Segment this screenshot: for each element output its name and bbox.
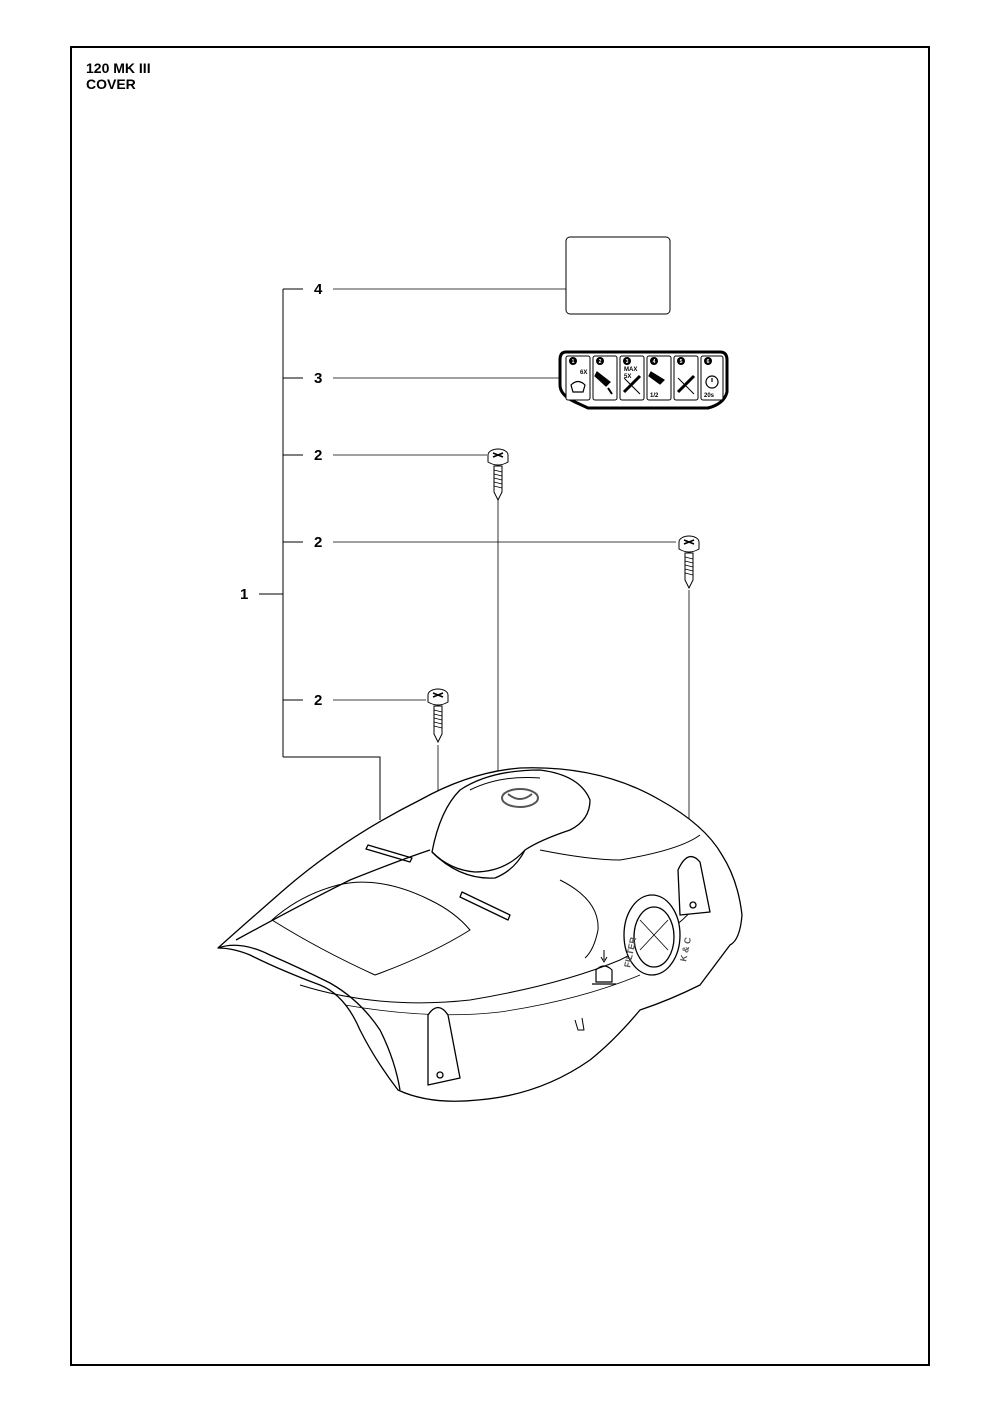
drawing-frame xyxy=(70,46,930,1366)
screw-top xyxy=(487,448,509,502)
decal-step4-text: 1/2 xyxy=(650,393,659,399)
blank-decal-part-4 xyxy=(565,236,671,315)
pull-cord-icon-2 xyxy=(676,374,696,394)
callout-1: 1 xyxy=(240,586,248,603)
callout-4: 4 xyxy=(314,281,323,298)
callout-2-bottom: 2 xyxy=(314,692,322,709)
primer-bulb-icon xyxy=(570,380,586,393)
model-title: 120 MK III xyxy=(86,60,151,76)
decal-step3-text-bottom: 5X xyxy=(624,374,631,380)
section-title: COVER xyxy=(86,76,136,92)
primer-symbol-icon xyxy=(592,965,616,985)
instruction-decal-part-3: 1 2 3 4 5 6 6X MAX 5X 1/2 20s xyxy=(558,350,729,410)
decal-step1-text: 6X xyxy=(580,370,587,376)
decal-step-6: 6 xyxy=(707,359,710,365)
timer-icon xyxy=(705,375,719,389)
callout-bracket xyxy=(259,288,381,820)
cylinder-cover-part-1 xyxy=(217,767,743,1102)
choke-lever-icon xyxy=(594,371,611,387)
decal-step-2: 2 xyxy=(599,359,602,365)
callout-2-middle: 2 xyxy=(314,534,322,551)
decal-step-1: 1 xyxy=(572,359,575,365)
decal-step3-text-top: MAX xyxy=(624,367,637,373)
decal-step-5: 5 xyxy=(680,359,683,365)
callout-2-top: 2 xyxy=(314,447,322,464)
screw-middle xyxy=(678,535,700,590)
leader-lines xyxy=(333,288,690,1070)
decal-step-3: 3 xyxy=(626,359,629,365)
callout-3: 3 xyxy=(314,370,322,387)
decal-step-4: 4 xyxy=(653,359,656,365)
pull-cord-icon xyxy=(622,374,642,394)
half-choke-icon xyxy=(648,371,665,385)
title-block: 120 MK III COVER xyxy=(86,60,151,92)
decal-step6-text: 20s xyxy=(704,393,715,399)
screw-bottom xyxy=(427,688,449,744)
